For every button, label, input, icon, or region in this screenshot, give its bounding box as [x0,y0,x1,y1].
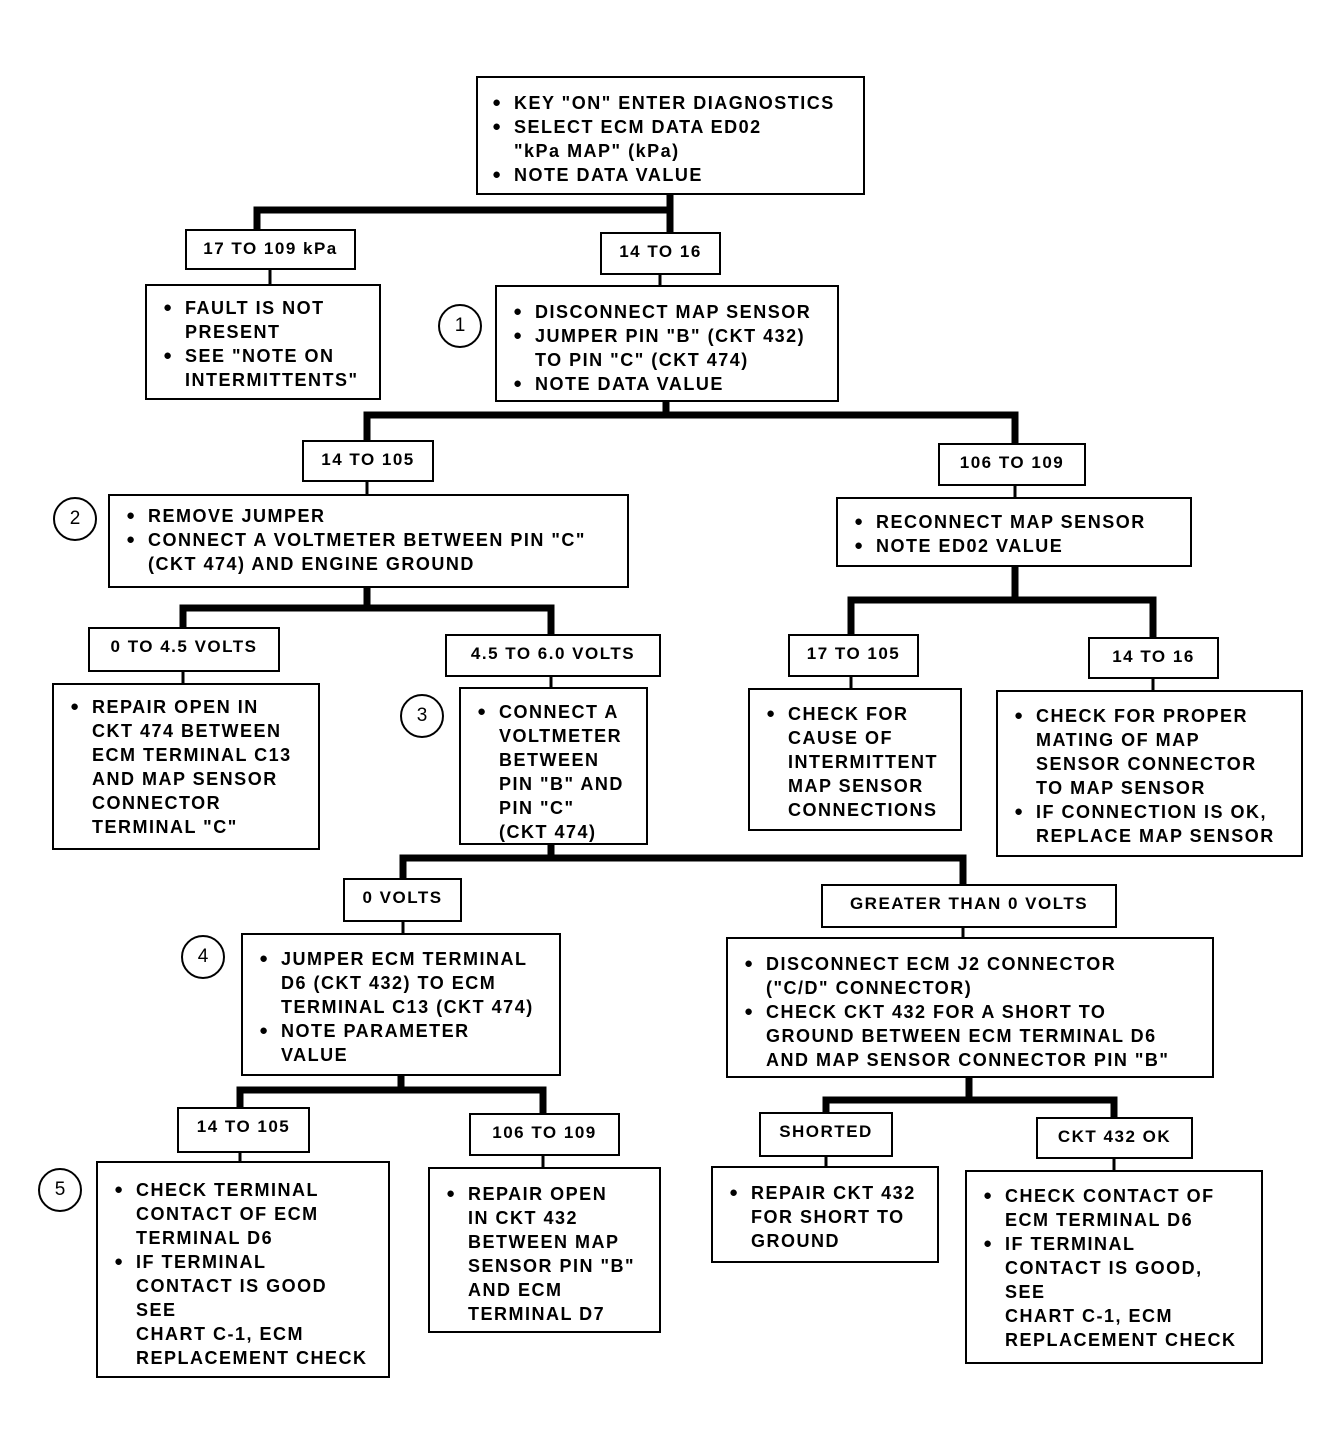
step-number-4: 4 [181,935,225,979]
step-number-2: 2 [53,497,97,541]
step1-box: DISCONNECT MAP SENSOR JUMPER PIN "B" (CK… [495,285,839,402]
label-shorted: SHORTED [759,1112,893,1157]
step3-item: CONNECT A VOLTMETER BETWEEN PIN "B" AND … [475,700,640,844]
step2-box: REMOVE JUMPER CONNECT A VOLTMETER BETWEE… [108,494,629,588]
step1-item-2: JUMPER PIN "B" (CKT 432) TO PIN "C" (CKT… [511,324,829,372]
reconnect-item-1: RECONNECT MAP SENSOR [852,510,1182,534]
step4-box: JUMPER ECM TERMINAL D6 (CKT 432) TO ECM … [241,933,561,1076]
step2-item-1: REMOVE JUMPER [124,504,621,528]
check-intermittent-box: CHECK FOR CAUSE OF INTERMITTENT MAP SENS… [748,688,962,831]
label-14-to-105-first: 14 TO 105 [302,440,434,482]
label-106-to-109-second: 106 TO 109 [469,1113,620,1156]
step5-box: CHECK TERMINAL CONTACT OF ECM TERMINAL D… [96,1161,390,1378]
label-14-to-105-second: 14 TO 105 [177,1107,310,1153]
repair-ckt-432-open-box: REPAIR OPEN IN CKT 432 BETWEEN MAP SENSO… [428,1167,661,1333]
label-4-5-to-6-0-volts: 4.5 TO 6.0 VOLTS [445,634,661,677]
check-mating-item-1: CHECK FOR PROPER MATING OF MAP SENSOR CO… [1012,704,1295,800]
step1-item-1: DISCONNECT MAP SENSOR [511,300,829,324]
check-ecm-terminal-d6-box: CHECK CONTACT OF ECM TERMINAL D6 IF TERM… [965,1170,1263,1364]
repair-ckt-432-short-item: REPAIR CKT 432 FOR SHORT TO GROUND [727,1181,931,1253]
check-mating-item-2: IF CONNECTION IS OK, REPLACE MAP SENSOR [1012,800,1295,848]
label-0-volts: 0 VOLTS [343,878,462,922]
disconnect-ecm-j2-box: DISCONNECT ECM J2 CONNECTOR ("C/D" CONNE… [726,937,1214,1078]
repair-ckt-474-box: REPAIR OPEN IN CKT 474 BETWEEN ECM TERMI… [52,683,320,850]
repair-ckt-474-item: REPAIR OPEN IN CKT 474 BETWEEN ECM TERMI… [68,695,310,839]
disconnect-j2-item-1: DISCONNECT ECM J2 CONNECTOR ("C/D" CONNE… [742,952,1206,1000]
disconnect-j2-item-2: CHECK CKT 432 FOR A SHORT TO GROUND BETW… [742,1000,1206,1072]
label-greater-than-0-volts: GREATER THAN 0 VOLTS [821,884,1117,928]
check-intermittent-item: CHECK FOR CAUSE OF INTERMITTENT MAP SENS… [764,702,954,822]
label-14-to-16-first: 14 TO 16 [600,232,721,275]
reconnect-item-2: NOTE ED02 VALUE [852,534,1182,558]
label-0-to-4-5-volts: 0 TO 4.5 VOLTS [88,627,280,672]
label-ckt-432-ok: CKT 432 OK [1036,1117,1193,1159]
label-17-to-109-kpa: 17 TO 109 kPa [185,229,356,270]
step5-item-2: IF TERMINAL CONTACT IS GOOD SEE CHART C-… [112,1250,382,1370]
check-mating-box: CHECK FOR PROPER MATING OF MAP SENSOR CO… [996,690,1303,857]
start-instruction-3: NOTE DATA VALUE [490,163,853,187]
step4-item-1: JUMPER ECM TERMINAL D6 (CKT 432) TO ECM … [257,947,553,1019]
step5-item-1: CHECK TERMINAL CONTACT OF ECM TERMINAL D… [112,1178,382,1250]
fault-not-present-item-2: SEE "NOTE ON INTERMITTENTS" [161,344,371,392]
check-d6-item-1: CHECK CONTACT OF ECM TERMINAL D6 [981,1184,1255,1232]
start-instruction-2: SELECT ECM DATA ED02 "kPa MAP" (kPa) [490,115,853,163]
repair-ckt-432-open-item: REPAIR OPEN IN CKT 432 BETWEEN MAP SENSO… [444,1182,653,1326]
start-instruction-1: KEY "ON" ENTER DIAGNOSTICS [490,91,853,115]
step-number-3: 3 [400,694,444,738]
label-17-to-105: 17 TO 105 [788,634,919,677]
step-number-1: 1 [438,304,482,348]
step4-item-2: NOTE PARAMETER VALUE [257,1019,553,1067]
label-14-to-16-second: 14 TO 16 [1088,637,1219,679]
check-d6-item-2: IF TERMINAL CONTACT IS GOOD, SEE CHART C… [981,1232,1255,1352]
step-number-5: 5 [38,1168,82,1212]
fault-not-present-box: FAULT IS NOT PRESENT SEE "NOTE ON INTERM… [145,284,381,400]
step3-box: CONNECT A VOLTMETER BETWEEN PIN "B" AND … [459,687,648,845]
repair-ckt-432-short-box: REPAIR CKT 432 FOR SHORT TO GROUND [711,1166,939,1263]
label-106-to-109-first: 106 TO 109 [938,443,1086,486]
reconnect-map-sensor-box: RECONNECT MAP SENSOR NOTE ED02 VALUE [836,497,1192,567]
start-instruction-box: KEY "ON" ENTER DIAGNOSTICS SELECT ECM DA… [476,76,865,195]
step1-item-3: NOTE DATA VALUE [511,372,829,396]
fault-not-present-item-1: FAULT IS NOT PRESENT [161,296,371,344]
step2-item-2: CONNECT A VOLTMETER BETWEEN PIN "C" (CKT… [124,528,621,576]
